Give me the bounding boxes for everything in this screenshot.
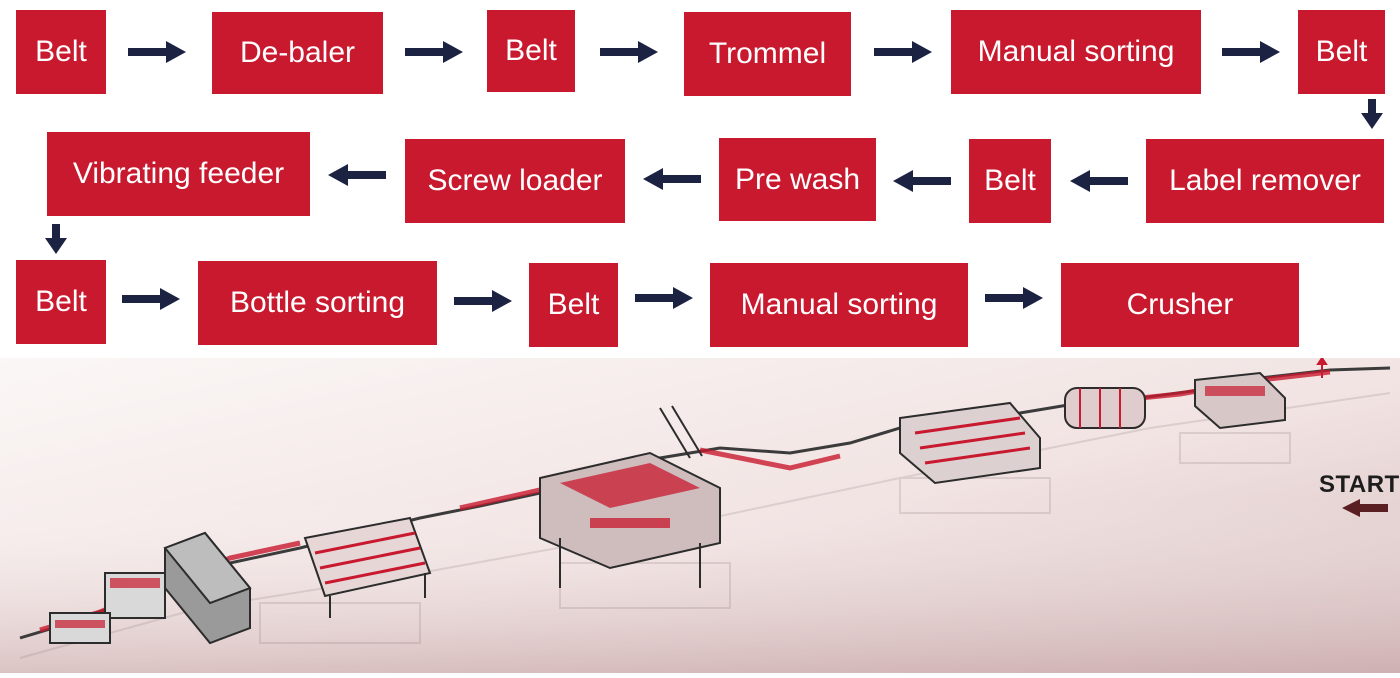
arrow-right-icon [635, 287, 693, 309]
step-belt-2: Belt [487, 10, 575, 92]
arrow-right-icon [1222, 41, 1280, 63]
step-crusher: Crusher [1061, 263, 1299, 347]
arrow-left-icon [328, 164, 386, 186]
arrow-right-icon [874, 41, 932, 63]
step-vibrating-feeder: Vibrating feeder [47, 132, 310, 216]
recycling-line-illustration [0, 356, 1400, 673]
start-label: START [1319, 471, 1400, 498]
step-belt-3: Belt [1298, 10, 1385, 94]
step-belt-6: Belt [529, 263, 618, 347]
start-arrow-left-icon [1342, 499, 1388, 517]
step-belt-1: Belt [16, 10, 106, 94]
arrow-left-icon [1070, 170, 1128, 192]
step-manual-sorting-1: Manual sorting [951, 10, 1201, 94]
step-manual-sorting-2: Manual sorting [710, 263, 968, 347]
step-belt-4: Belt [969, 139, 1051, 223]
arrow-right-icon [405, 41, 463, 63]
step-pre-wash: Pre wash [719, 138, 876, 221]
arrow-right-icon [600, 41, 658, 63]
arrow-right-icon [454, 290, 512, 312]
step-belt-5: Belt [16, 260, 106, 344]
arrow-right-icon [128, 41, 186, 63]
step-de-baler: De-baler [212, 12, 383, 94]
step-trommel: Trommel [684, 12, 851, 96]
arrow-left-icon [643, 168, 701, 190]
step-label-remover: Label remover [1146, 139, 1384, 223]
arrow-down-icon [45, 224, 67, 254]
arrow-down-icon [1361, 99, 1383, 129]
arrow-right-icon [985, 287, 1043, 309]
arrow-right-icon [122, 288, 180, 310]
step-bottle-sorting: Bottle sorting [198, 261, 437, 345]
arrow-left-icon [893, 170, 951, 192]
step-screw-loader: Screw loader [405, 139, 625, 223]
